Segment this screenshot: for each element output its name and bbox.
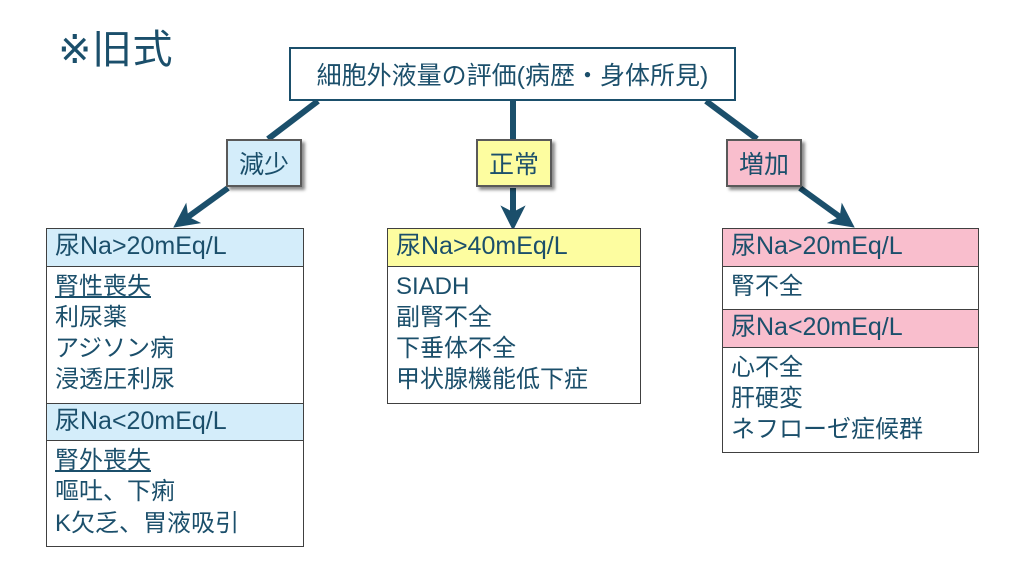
table-section-header: 尿Na<20mEq/L	[723, 309, 978, 348]
list-item: 嘔吐、下痢	[55, 478, 175, 506]
list-item: 甲状腺機能低下症	[396, 366, 588, 394]
table-section-body: 心不全 肝硬変 ネフローゼ症候群	[723, 347, 978, 453]
branch-label-increase: 増加	[738, 151, 789, 179]
branch-box-increase[interactable]: 増加	[726, 139, 802, 187]
connector-decrease-to-left-table	[173, 185, 230, 228]
result-table-normal: 尿Na>40mEq/L SIADH 副腎不全 下垂体不全 甲状腺機能低下症	[387, 228, 641, 404]
root-node[interactable]: 細胞外液量の評価(病歴・身体所見)	[289, 47, 736, 101]
list-item: 浸透圧利尿	[55, 366, 175, 394]
table-section-header: 尿Na>40mEq/L	[388, 229, 640, 267]
list-item: 腎外喪失	[55, 447, 151, 475]
table-section-body: 腎不全	[723, 266, 978, 310]
result-table-decrease: 尿Na>20mEq/L 腎性喪失 利尿薬 アジソン病 浸透圧利尿 尿Na<20m…	[46, 228, 304, 547]
list-item: K欠乏、胃液吸引	[55, 509, 240, 537]
list-item: 副腎不全	[396, 303, 492, 331]
result-table-increase: 尿Na>20mEq/L 腎不全 尿Na<20mEq/L 心不全 肝硬変 ネフロー…	[722, 228, 979, 454]
root-node-label: 細胞外液量の評価(病歴・身体所見)	[316, 62, 709, 90]
branch-label-normal: 正常	[488, 151, 539, 179]
table-section-body: 腎外喪失 嘔吐、下痢 K欠乏、胃液吸引	[47, 441, 303, 546]
list-item: ネフローゼ症候群	[731, 416, 923, 444]
connector-root-to-decrease	[266, 98, 320, 142]
table-section-header: 尿Na>20mEq/L	[47, 229, 303, 267]
list-item: アジソン病	[55, 335, 175, 363]
table-section-header: 尿Na<20mEq/L	[47, 403, 303, 442]
table-section-header: 尿Na>20mEq/L	[723, 229, 978, 267]
list-item: 心不全	[731, 353, 803, 381]
branch-label-decrease: 減少	[238, 151, 289, 179]
list-item: 腎不全	[731, 272, 803, 300]
table-section-body: 腎性喪失 利尿薬 アジソン病 浸透圧利尿	[47, 266, 303, 404]
branch-box-decrease[interactable]: 減少	[226, 139, 302, 187]
list-item: 下垂体不全	[396, 335, 516, 363]
table-section-body: SIADH 副腎不全 下垂体不全 甲状腺機能低下症	[388, 266, 640, 403]
connector-root-to-increase	[704, 98, 759, 142]
connector-increase-to-right-table	[798, 185, 855, 228]
page-title-note: ※旧式	[58, 28, 174, 72]
list-item: 腎性喪失	[55, 272, 151, 300]
list-item: 肝硬変	[731, 384, 803, 412]
branch-box-normal[interactable]: 正常	[476, 139, 552, 187]
list-item: SIADH	[396, 272, 470, 300]
list-item: 利尿薬	[55, 303, 127, 331]
